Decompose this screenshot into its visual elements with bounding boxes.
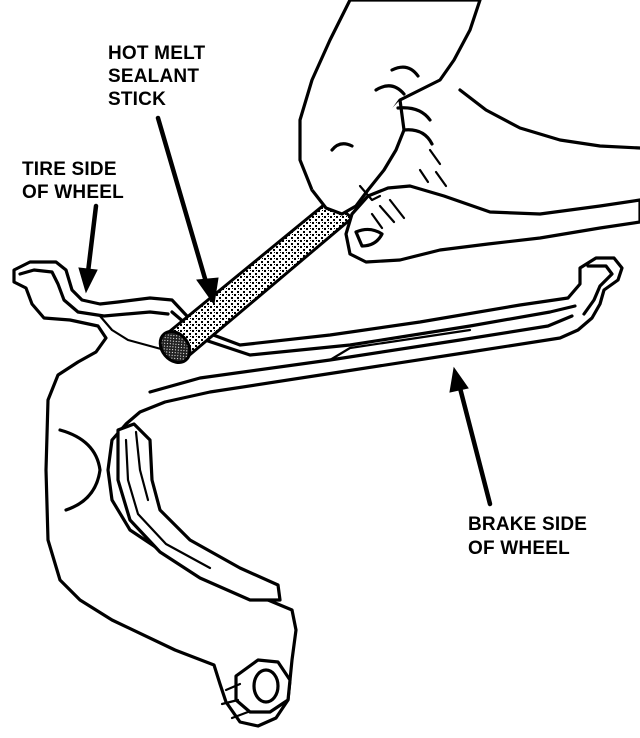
finger-separation [358,184,382,202]
brake-flange-contour [582,264,614,316]
finger-pads [396,106,434,146]
label-hot-melt-sealant-stick: HOT MELT SEALANT STICK [108,43,205,110]
spoke-channel-shade [124,438,212,570]
tire-flange-contour [18,268,170,318]
sealant-stick-arrow [155,115,219,306]
rim-lower-line [148,314,574,394]
tire-side-arrowhead [78,267,98,294]
hand-drawing [298,0,640,264]
rim-ridge [328,328,472,362]
thumb-creases [370,198,406,230]
palm-edge [458,88,640,150]
hand-back [298,0,482,202]
wheel-body [12,256,624,728]
label-brake-side-of-wheel: BRAKE SIDE OF WHEEL [468,514,587,559]
hub-inner-curve [58,428,102,512]
brake-side-arrow-shaft [457,385,493,507]
hand-creases [418,148,448,188]
sealant-stick-tip [158,330,192,364]
wheel-cross-section [12,256,624,728]
sealant-stick-arrow-shaft [155,115,209,285]
lug-hole [252,668,280,704]
sealant-stick-arrowhead [196,277,219,306]
boss-detail [220,682,250,720]
spoke-channel [116,422,282,602]
tire-side-arrow-shaft [85,203,99,275]
brake-side-arrow [449,366,493,507]
index-finger [310,99,406,216]
label-tire-side-of-wheel: TIRE SIDE OF WHEEL [22,159,124,203]
tire-side-arrow [78,203,99,294]
label-brake-line-1: BRAKE SIDE [468,514,587,535]
brake-side-arrowhead [449,366,469,393]
knuckle-lines [330,65,420,152]
thumb-nail [354,227,384,248]
label-sealant-line-3: STICK [108,89,166,110]
spoke-channel-shade-2 [134,430,150,502]
thumb [344,184,640,264]
label-sealant-line-2: SEALANT [108,66,199,87]
label-tire-line-2: OF WHEEL [22,182,124,203]
label-tire-line-1: TIRE SIDE [22,159,117,180]
label-brake-line-2: OF WHEEL [468,538,570,559]
label-sealant-line-1: HOT MELT [108,43,205,64]
rim-bead-seat [98,314,174,354]
